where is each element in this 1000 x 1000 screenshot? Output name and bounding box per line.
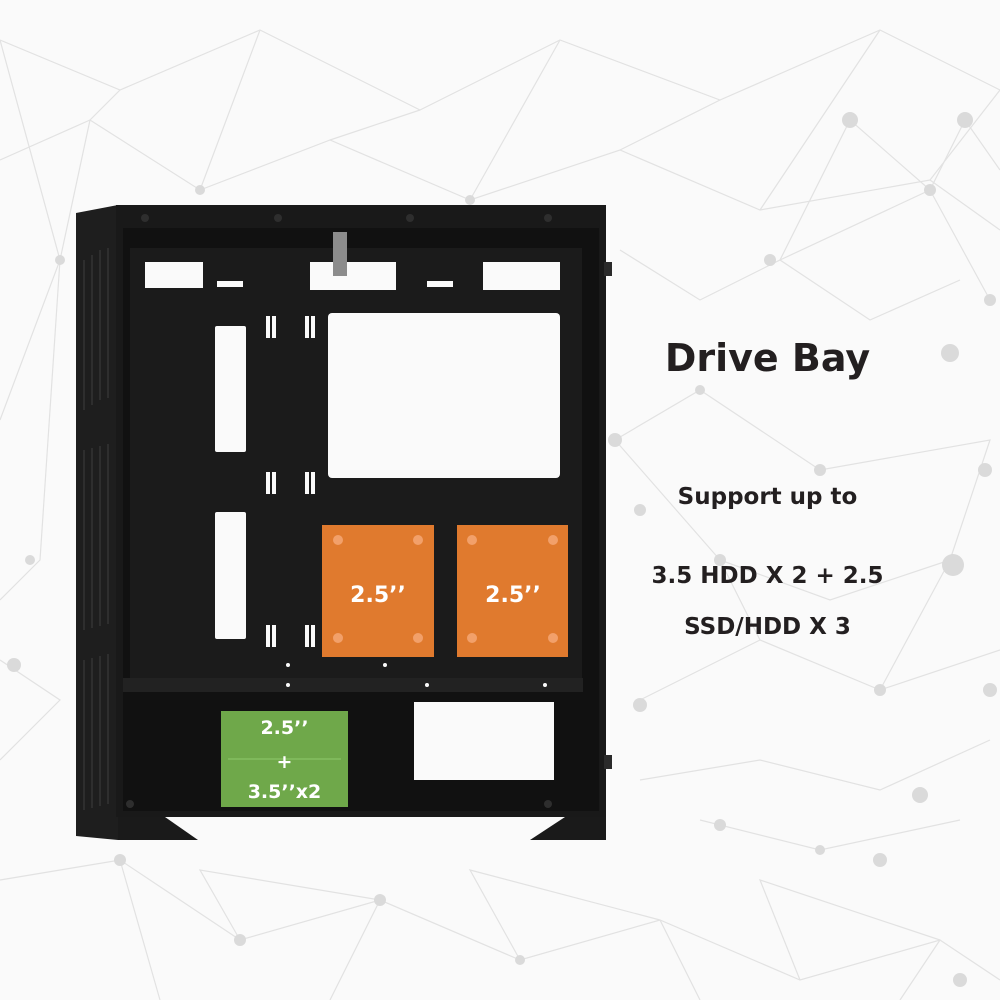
hdd-cage-label-top: 2.5’’ — [260, 717, 309, 739]
support-spec-line1: 3.5 HDD X 2 + 2.5 — [651, 563, 884, 589]
psu-shroud — [123, 678, 583, 692]
support-spec-line2: SSD/HDD X 3 — [684, 614, 851, 640]
case-foot-right — [530, 817, 606, 840]
psu-opening — [414, 702, 554, 780]
hdd-cage-label-plus: + — [276, 751, 293, 773]
cpu-cutout — [328, 313, 560, 478]
ssd-bay-left-label: 2.5’’ — [350, 583, 406, 608]
hdd-cage-label-bottom: 3.5’’x2 — [247, 781, 322, 803]
front-mesh-vents — [83, 248, 109, 810]
case-foot-left — [118, 817, 198, 840]
support-intro: Support up to — [677, 484, 858, 510]
page-heading: Drive Bay — [664, 336, 871, 380]
ssd-bay-right-label: 2.5’’ — [485, 583, 541, 608]
front-panel — [76, 205, 118, 840]
